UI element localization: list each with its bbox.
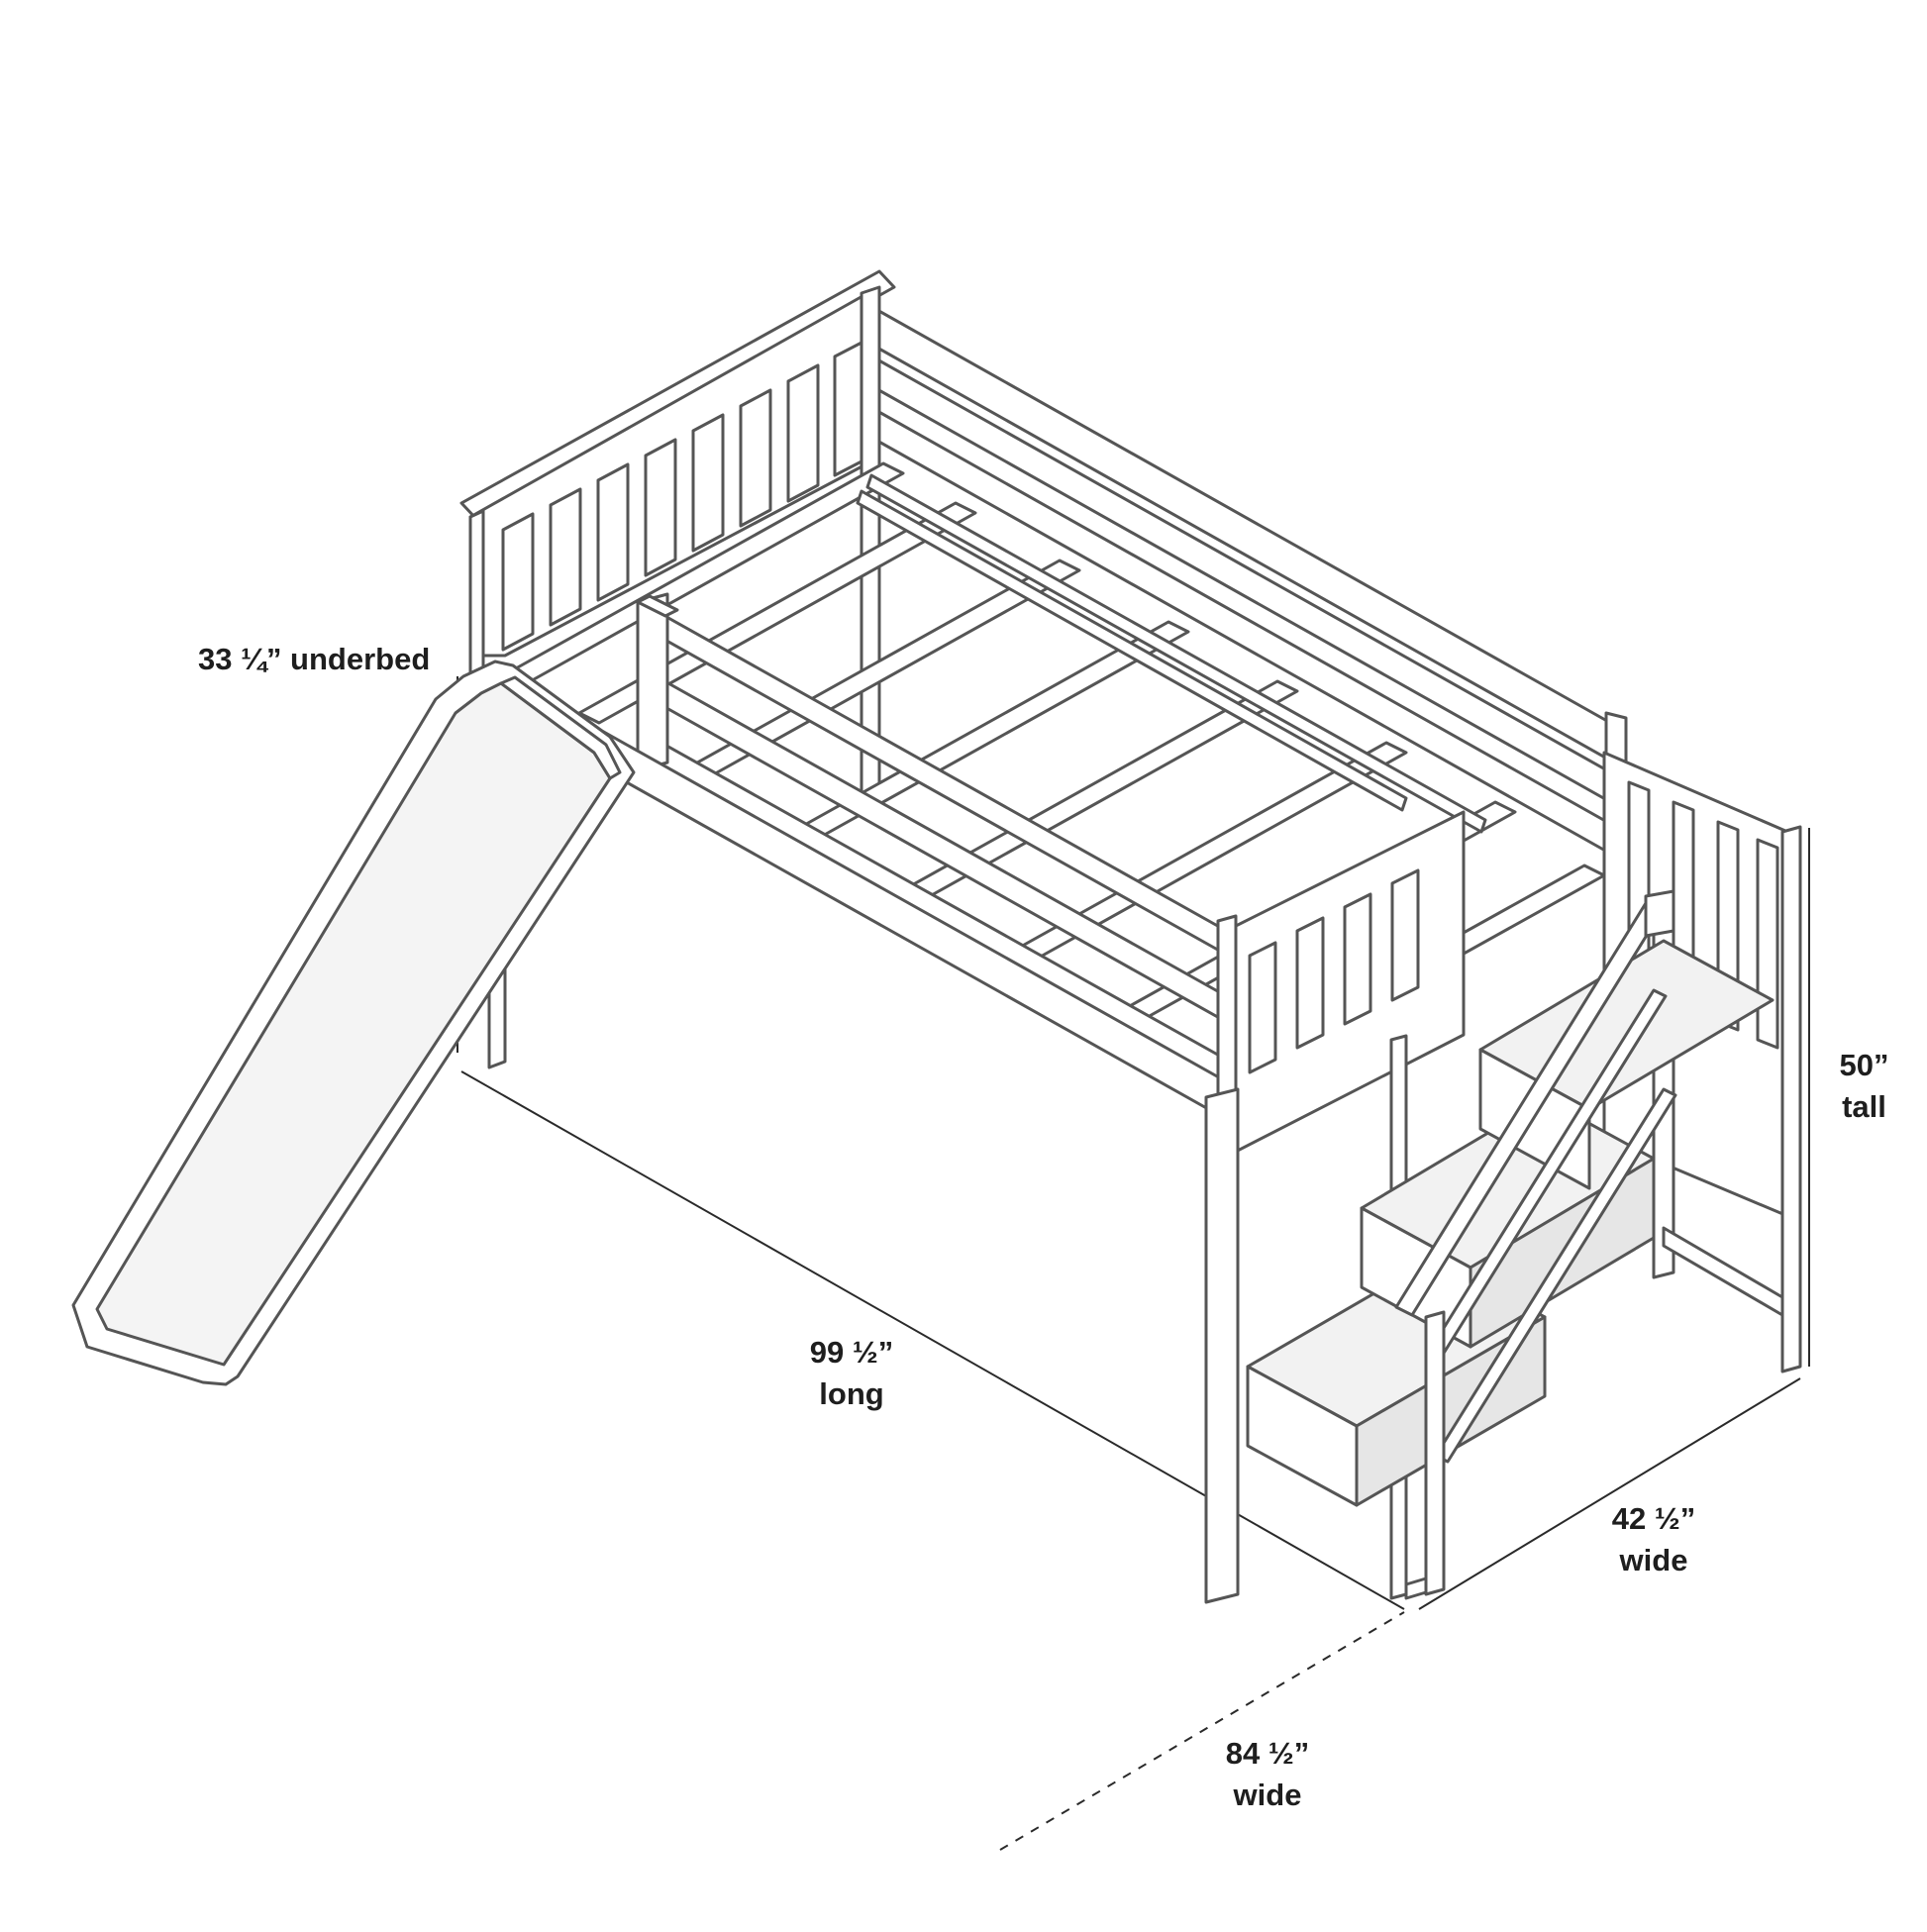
- overall-width-dimension: 84 ½” wide: [1208, 1733, 1327, 1816]
- length-dimension-line: [460, 1070, 1405, 1610]
- slide-bed: [95, 681, 612, 1367]
- center-support-rail: [865, 473, 1487, 834]
- length-unit: long: [819, 1376, 884, 1411]
- front-foot-leg: [1404, 1576, 1428, 1600]
- height-unit: tall: [1842, 1089, 1886, 1124]
- slide-inner-rail: [499, 675, 622, 780]
- overall-width-unit: wide: [1233, 1778, 1302, 1812]
- slide: [71, 660, 636, 1386]
- guard-rail-post: [636, 592, 669, 772]
- stair-cubby-shelf: [1662, 1226, 1784, 1317]
- headboard-slats: [501, 341, 863, 652]
- height-value: 50”: [1839, 1048, 1889, 1082]
- bed-structure: [71, 269, 1802, 1604]
- depth-dimension-line: [1418, 1377, 1801, 1610]
- stair-newel-post: [1644, 889, 1675, 938]
- length-dimension: 99 ½” long: [782, 1332, 921, 1415]
- depth-unit: wide: [1619, 1543, 1688, 1577]
- height-dimension: 50” tall: [1827, 1045, 1901, 1128]
- depth-dimension: 42 ½” wide: [1594, 1498, 1713, 1581]
- length-value: 99 ½”: [809, 1335, 894, 1370]
- depth-value: 42 ½”: [1611, 1501, 1696, 1536]
- stair-handrail-post: [1424, 1310, 1446, 1596]
- footboard-slats: [1248, 868, 1420, 1074]
- overall-width-dimension-line: [999, 1611, 1405, 1851]
- underbed-clearance-label: 33 ¼” underbed: [198, 642, 431, 676]
- stair-side-post: [1780, 825, 1802, 1373]
- front-right-leg: [1204, 1087, 1240, 1604]
- headboard-cap: [459, 269, 896, 522]
- overall-width-value: 84 ½”: [1225, 1736, 1310, 1771]
